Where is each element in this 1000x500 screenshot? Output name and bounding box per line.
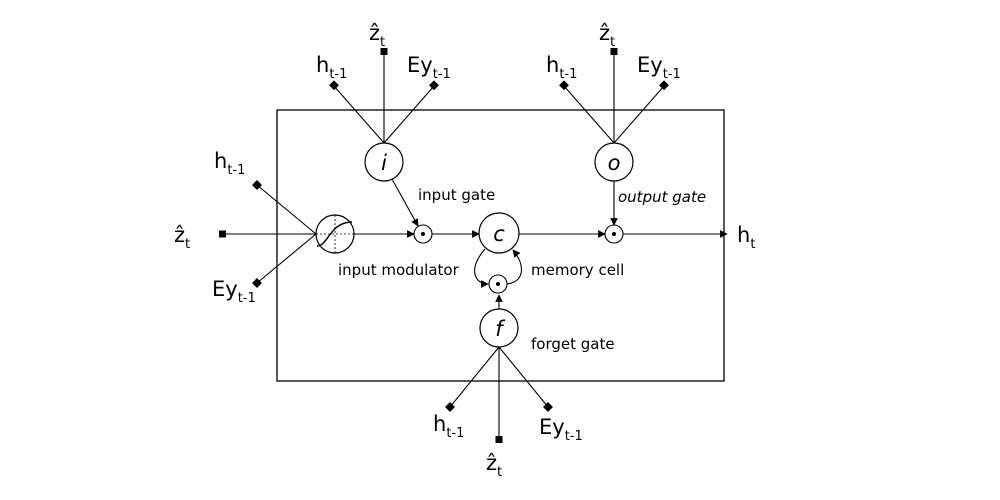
lstm-block — [276, 109, 725, 382]
modulator-z-label: ẑt — [174, 223, 190, 252]
forget-gate-label: forget gate — [531, 335, 615, 353]
forget-gate-ey-label: Eyt-1 — [539, 415, 583, 444]
memory-cell-label: memory cell — [531, 261, 624, 279]
output-gate-ey-label: Eyt-1 — [637, 53, 681, 82]
forget-gate-letter: f — [495, 317, 506, 341]
ey-output-marker — [659, 80, 669, 91]
ey-modulator-marker — [252, 278, 262, 288]
z-hat-output-marker — [610, 48, 618, 55]
output-gate-z-label: ẑt — [599, 21, 615, 50]
memory-cell-node — [478, 212, 520, 254]
output-gate-h-label: ht-1 — [546, 53, 577, 82]
forget-gate-inputs — [445, 346, 553, 443]
z-hat-modulator-marker — [219, 230, 226, 238]
output-gate-label: output gate — [618, 188, 706, 206]
forget-gate-h-label: ht-1 — [433, 412, 464, 441]
output-multiply-node — [604, 224, 624, 244]
modulator-ey-label: Eyt-1 — [212, 277, 256, 306]
modulator-inputs — [219, 180, 317, 288]
output-gate-inputs — [559, 48, 669, 144]
input-multiply-node — [413, 224, 433, 244]
input-gate-h-label: ht-1 — [316, 53, 347, 82]
forget-multiply-node — [488, 274, 508, 294]
output-h-label: ht — [737, 223, 755, 252]
modulator-h-label: ht-1 — [214, 149, 245, 178]
forget-gate-z-label: ẑt — [486, 451, 502, 480]
h-output-marker — [559, 80, 569, 91]
input-gate-node — [364, 142, 404, 182]
h-modulator-marker — [252, 180, 262, 190]
input-gate-label: input gate — [418, 186, 495, 204]
memory-cell-letter: c — [493, 222, 505, 246]
input-gate-z-label: ẑt — [369, 21, 385, 50]
cell-loop-in — [506, 249, 522, 285]
output-gate-letter: o — [608, 151, 621, 175]
ey-forget-marker — [543, 402, 553, 412]
input-modulator-label: input modulator — [338, 261, 460, 279]
input-gate-letter: i — [381, 151, 387, 175]
input-gate-arrow — [391, 178, 419, 227]
z-hat-forget-marker — [495, 436, 503, 443]
h-forget-marker — [445, 402, 455, 412]
cell-loop-out — [474, 248, 489, 288]
sigmoid-node — [315, 214, 355, 254]
z-hat-input-marker — [380, 48, 388, 55]
input-gate-ey-label: Eyt-1 — [407, 53, 451, 82]
